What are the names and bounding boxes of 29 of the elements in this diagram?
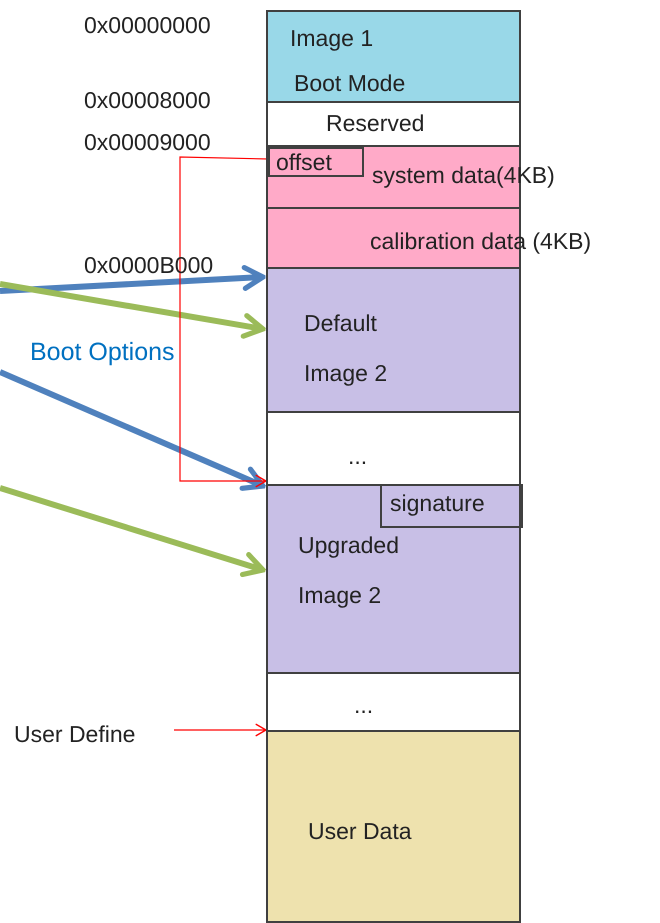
region-label: Boot Mode bbox=[294, 72, 406, 95]
memory-region bbox=[266, 267, 521, 413]
region-label: User Define bbox=[14, 723, 136, 746]
tag-box bbox=[380, 484, 523, 528]
memory-region bbox=[266, 730, 521, 923]
region-label: ... bbox=[348, 445, 368, 468]
region-label: Reserved bbox=[326, 112, 424, 135]
tag-box bbox=[268, 147, 364, 177]
region-label: Upgraded Image 2 bbox=[298, 531, 400, 610]
memory-region bbox=[266, 411, 521, 486]
arrow bbox=[174, 724, 267, 736]
region-label: offset bbox=[276, 151, 332, 174]
memory-region bbox=[266, 484, 521, 674]
region-label: signature bbox=[390, 492, 485, 515]
region-label: ... bbox=[354, 694, 374, 717]
region-label: Default Image 2 bbox=[304, 309, 388, 388]
arrow bbox=[179, 156, 268, 488]
memory-region bbox=[266, 672, 521, 732]
memory-region bbox=[266, 10, 521, 103]
region-label: User Data bbox=[308, 820, 412, 843]
arrow bbox=[0, 281, 266, 339]
annotation-text: Boot Options bbox=[30, 340, 175, 365]
address-label: 0x00000000 bbox=[84, 14, 211, 37]
memory-region bbox=[266, 101, 521, 147]
address-label: 0x00008000 bbox=[84, 89, 211, 112]
address-label: 0x00009000 bbox=[84, 131, 211, 154]
arrow bbox=[0, 485, 266, 578]
arrow bbox=[0, 369, 266, 491]
region-label: Image 1 bbox=[290, 27, 374, 50]
